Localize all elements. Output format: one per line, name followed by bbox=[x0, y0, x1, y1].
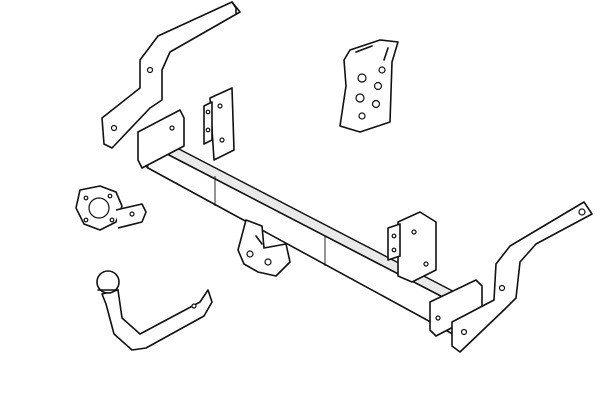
tow-ball-neck bbox=[96, 270, 213, 351]
left-side-bracket bbox=[101, 1, 241, 149]
left-end-flange bbox=[137, 109, 185, 169]
hardware-bag bbox=[339, 39, 399, 133]
right-side-bracket bbox=[451, 201, 593, 353]
upper-mounting-plate bbox=[203, 87, 235, 161]
socket-mounting-plate bbox=[75, 185, 147, 231]
center-hitch-bracket bbox=[237, 219, 291, 277]
right-mounting-plate bbox=[387, 211, 437, 283]
